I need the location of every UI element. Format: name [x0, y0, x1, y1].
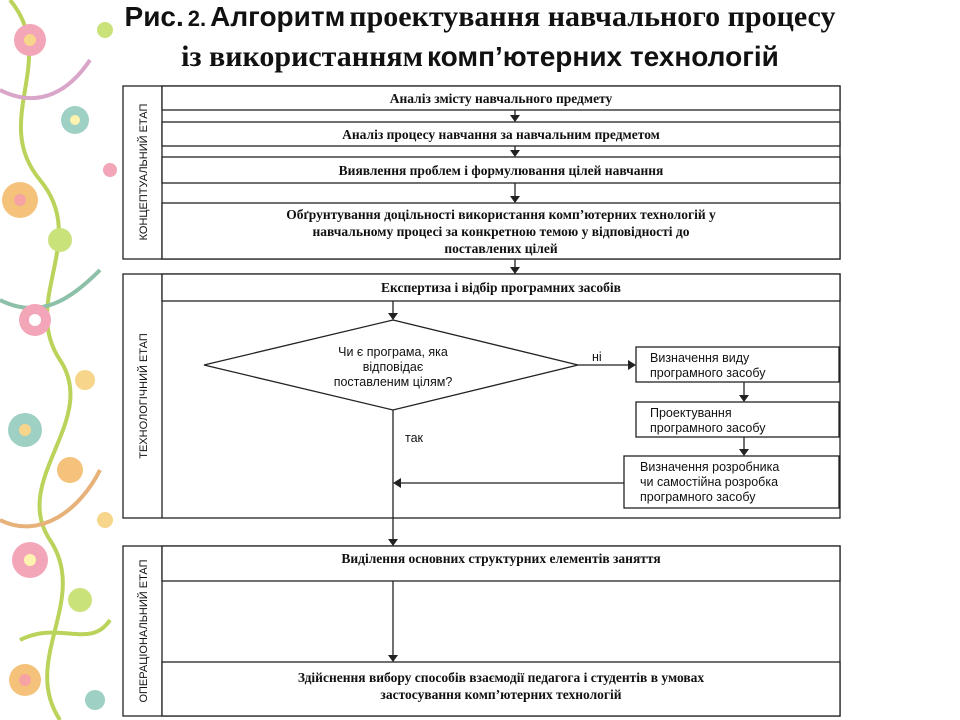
title-algo: Алгоритм — [210, 1, 346, 32]
branch-3-line-3: програмного засобу — [640, 490, 756, 504]
decision-line-3: поставленим цілям? — [334, 375, 453, 389]
step-problems-goals — [161, 156, 841, 184]
branch-define-type — [635, 346, 840, 383]
stage-label-conceptual: КОНЦЕПТУАЛЬНИЙ ЕТАП — [137, 104, 150, 241]
branch-1-line-1: Визначення виду — [650, 351, 750, 365]
branch-developer — [623, 455, 840, 509]
title-line2-b: комп’ютерних технологій — [427, 41, 779, 72]
branch-1-line-2: програмного засобу — [650, 366, 766, 380]
step-3-text: Виявлення проблем і формулювання цілей н… — [339, 163, 664, 178]
decision-line-1: Чи є програма, яка — [338, 345, 448, 359]
step-1-text: Аналіз змісту навчального предмету — [390, 91, 613, 106]
branch-yes-label: так — [405, 431, 424, 445]
stage-label-technological: ТЕХНОЛОГІЧНИЙ ЕТАП — [137, 333, 150, 459]
branch-2-line-2: програмного засобу — [650, 421, 766, 435]
step-2-text: Аналіз процесу навчання за навчальним пр… — [342, 127, 660, 142]
title-ris: Рис. — [124, 1, 184, 32]
decision-line-2: відповідає — [363, 360, 424, 374]
step-4-line-3: поставлених цілей — [444, 241, 558, 256]
figure-title-line-2: із використанням комп’ютерних технологій — [0, 40, 960, 74]
stage-label-operational: ОПЕРАЦІОНАЛЬНИЙ ЕТАП — [137, 559, 150, 702]
step-analysis-content — [161, 85, 841, 111]
title-num: 2. — [187, 6, 207, 31]
step-analysis-process — [161, 121, 841, 147]
step-structural-elements — [161, 545, 841, 582]
title-line2-a: із використанням — [181, 40, 424, 73]
step-6-text: Виділення основних структурних елементів… — [341, 551, 660, 566]
step-justification — [161, 202, 841, 260]
floral-decoration — [0, 0, 117, 720]
branch-no-label: ні — [592, 350, 602, 364]
figure-title-line-1: Рис. 2. Алгоритм проектування навчальног… — [0, 0, 960, 34]
branch-2-line-1: Проектування — [650, 406, 732, 420]
step-5-text: Експертиза і відбір програмних засобів — [381, 280, 621, 295]
step-4-line-2: навчальному процесі за конкретною темою … — [313, 224, 690, 239]
step-7-line-2: застосування комп’ютерних технологій — [380, 687, 621, 702]
step-7-line-1: Здійснення вибору способів взаємодії пед… — [298, 670, 705, 685]
branch-design — [635, 401, 840, 438]
title-rest: проектування навчального процесу — [349, 0, 836, 33]
step-expertise — [161, 273, 841, 302]
step-interaction-methods — [161, 661, 841, 717]
branch-3-line-2: чи самостійна розробка — [640, 475, 778, 489]
branch-3-line-1: Визначення розробника — [640, 460, 779, 474]
step-4-line-1: Обґрунтування доцільності використання к… — [286, 207, 716, 222]
